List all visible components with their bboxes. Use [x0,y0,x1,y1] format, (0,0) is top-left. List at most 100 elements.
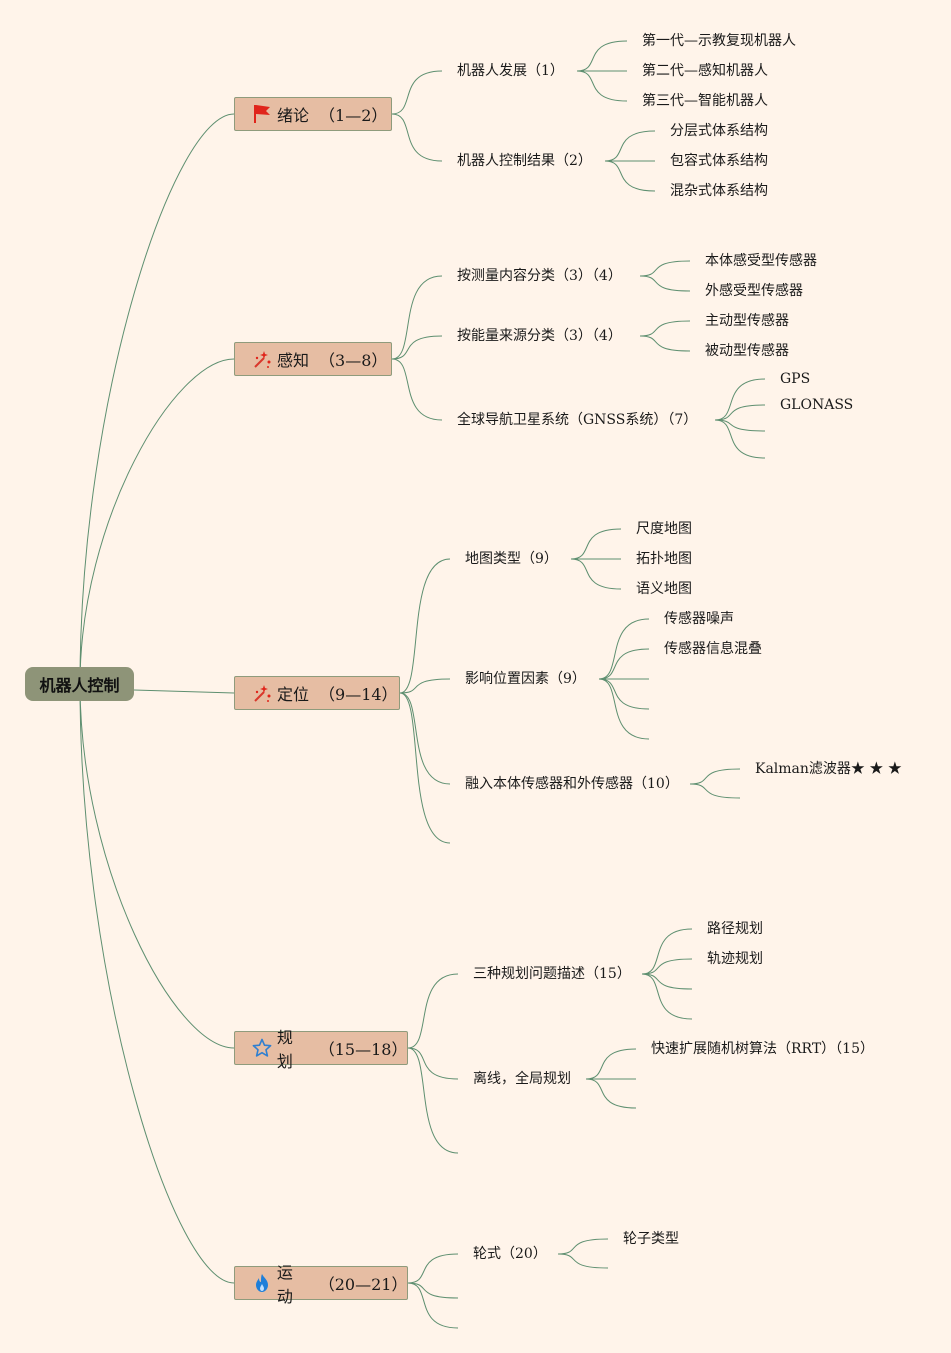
connector-line [689,783,741,799]
leaf-active-sensor[interactable]: 主动型传感器 [705,313,789,329]
connector-line [407,1282,459,1299]
connector-line [391,70,443,115]
magic-wand-icon [251,682,273,704]
connector-line [557,1253,609,1269]
root-label: 机器人控制 [39,676,120,695]
subtopic-offline-global-planning[interactable]: 离线，全局规划 [473,1071,571,1087]
connector-line [598,648,650,680]
leaf-rrt-algorithm[interactable]: 快速扩展随机树算法（RRT）（15） [651,1041,874,1057]
leaf-passive-sensor[interactable]: 被动型传感器 [705,343,789,359]
leaf-subsumption-architecture[interactable]: 包容式体系结构 [670,153,768,169]
connector-line [399,692,451,785]
connector-line [391,358,443,421]
connector-line [604,130,656,162]
topic-range: （3—8） [319,351,388,370]
connector-line [399,692,451,844]
leaf-path-planning[interactable]: 路径规划 [707,921,763,937]
leaf-proprioceptive-sensor[interactable]: 本体感受型传感器 [705,253,817,269]
leaf-semantic-map[interactable]: 语义地图 [636,581,692,597]
connector-line [585,1078,637,1109]
leaf-wheel-types[interactable]: 轮子类型 [623,1231,679,1247]
leaf-generation-1[interactable]: 第一代—示教复现机器人 [642,33,796,49]
connector-line [576,40,628,72]
leaf-sensor-noise[interactable]: 传感器噪声 [664,611,734,627]
root-node[interactable]: 机器人控制 [25,667,134,701]
leaf-generation-2[interactable]: 第二代—感知机器人 [642,63,768,79]
flame-icon [251,1272,273,1294]
connector-line [79,683,235,1284]
subtopic-wheeled[interactable]: 轮式（20） [473,1246,547,1262]
leaf-kalman-filter[interactable]: Kalman滤波器★ ★ ★ [755,761,902,777]
connector-line [639,275,691,292]
topic-planning[interactable]: 规划 （15—18） [234,1028,408,1071]
connector-line [604,160,656,192]
connector-line [399,558,451,694]
topic-title: 感知 [277,351,310,370]
topic-title: 规划 [276,1028,293,1071]
topic-localization[interactable]: 定位 （9—14） [234,676,400,710]
topic-range: （9—14） [319,685,398,704]
connector-line [576,70,628,102]
connector-line [714,404,766,421]
connector-line [641,928,693,975]
connector-line [79,683,235,1049]
topic-perception[interactable]: 感知 （3—8） [234,342,392,376]
topic-range: （15—18） [318,1040,408,1059]
connector-line [557,1238,609,1255]
topic-introduction[interactable]: 绪论 （1—2） [234,97,392,131]
topic-motion[interactable]: 运动 （20—21） [234,1263,408,1306]
connector-line [407,1047,459,1154]
star-outline-icon [251,1037,273,1059]
magic-wand-icon [251,348,273,370]
leaf-gps[interactable]: GPS [780,371,811,387]
connector-line [399,678,451,694]
connector-line [585,1048,637,1080]
connector-line [391,275,443,360]
subtopic-gnss[interactable]: 全球导航卫星系统（GNSS系统）（7） [457,412,698,428]
topic-title: 绪论 [277,106,310,125]
leaf-layered-architecture[interactable]: 分层式体系结构 [670,123,768,139]
connector-line [714,378,766,421]
leaf-exteroceptive-sensor[interactable]: 外感受型传感器 [705,283,803,299]
subtopic-robot-development[interactable]: 机器人发展（1） [457,63,564,79]
leaf-topological-map[interactable]: 拓扑地图 [636,551,692,567]
leaf-glonass[interactable]: GLONASS [780,397,854,413]
connector-line [641,958,693,975]
connector-line [641,973,693,1020]
leaf-trajectory-planning[interactable]: 轨迹规划 [707,951,763,967]
red-flag-icon [251,103,273,125]
subtopic-map-types[interactable]: 地图类型（9） [465,551,558,567]
connector-line [391,113,443,162]
leaf-sensor-aliasing[interactable]: 传感器信息混叠 [664,641,762,657]
topic-title: 定位 [277,685,310,704]
subtopic-position-factors[interactable]: 影响位置因素（9） [465,671,586,687]
subtopic-planning-problems[interactable]: 三种规划问题描述（15） [473,966,631,982]
leaf-generation-3[interactable]: 第三代—智能机器人 [642,93,768,109]
connector-line [570,558,622,590]
connector-line [570,528,622,560]
connector-line [79,113,235,685]
connector-line [133,689,235,694]
connector-line [598,618,650,680]
connector-line [407,973,459,1049]
connector-line [407,1047,459,1080]
subtopic-by-measurement[interactable]: 按测量内容分类（3）（4） [457,268,622,284]
topic-title: 运动 [276,1263,293,1306]
connector-line [391,335,443,360]
connector-line [689,768,741,785]
topic-range: （20—21） [318,1275,408,1294]
connector-line [407,1282,459,1329]
topic-range: （1—2） [319,106,388,125]
connector-line [79,358,235,685]
subtopic-by-energy[interactable]: 按能量来源分类（3）（4） [457,328,622,344]
connector-line [598,678,650,710]
leaf-metric-map[interactable]: 尺度地图 [636,521,692,537]
connector-line [407,1253,459,1284]
subtopic-sensor-fusion[interactable]: 融入本体传感器和外传感器（10） [465,776,679,792]
connector-line [714,419,766,432]
subtopic-control-architecture[interactable]: 机器人控制结果（2） [457,153,592,169]
connector-line [641,973,693,990]
connector-line [639,335,691,352]
leaf-hybrid-architecture[interactable]: 混杂式体系结构 [670,183,768,199]
